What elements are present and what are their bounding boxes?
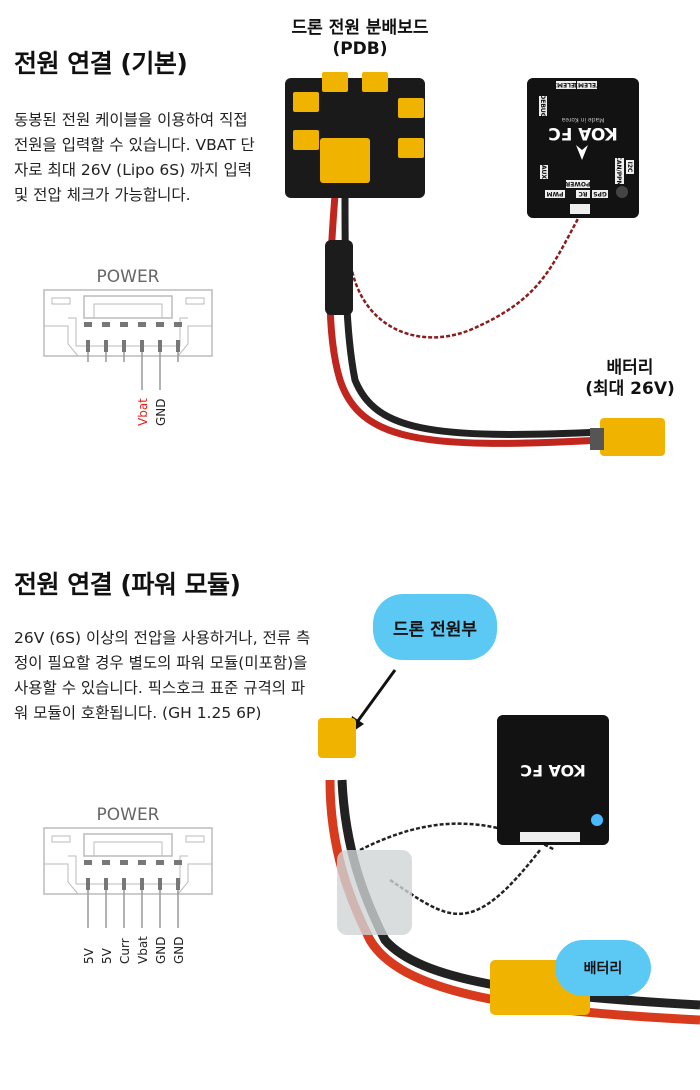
pin-label: GND xyxy=(154,398,168,426)
port-rc: RC xyxy=(578,190,588,197)
connector-title: POWER xyxy=(97,805,160,825)
port-aux: AUX xyxy=(540,165,547,179)
power-connector-diagram-basic: POWER Vbat GND xyxy=(38,262,218,432)
port-debug: DEBUG xyxy=(539,94,546,118)
port-telem2: TELEM2 xyxy=(553,81,579,88)
koa-fc-board xyxy=(527,78,639,218)
connector-pin xyxy=(122,340,126,352)
fc-name: KOA FC xyxy=(548,123,618,143)
battery-label: 배터리 (최대 26V) xyxy=(585,358,675,399)
arrow-icon xyxy=(576,145,588,160)
port-telem1: TELEM1 xyxy=(574,81,600,88)
connector-pin xyxy=(140,878,144,890)
pin-label: 5V xyxy=(100,947,114,964)
connector-pin xyxy=(140,340,144,352)
port-can-ppm: CAN/PPM xyxy=(615,155,622,186)
section2-title: 전원 연결 (파워 모듈) xyxy=(14,570,241,599)
connector-pin xyxy=(176,340,180,352)
fc-made-in: Made in Korea xyxy=(561,116,604,123)
pin-label: GND xyxy=(154,936,168,964)
port-pwm: PWM xyxy=(546,190,563,197)
power-module-wiring-photo: KOA FC xyxy=(318,669,700,1025)
connector-pin xyxy=(122,878,126,890)
port-i2c: I2C xyxy=(626,162,633,173)
section2-description: 26V (6S) 이상의 전압을 사용하거나, 전류 측정이 필요할 경우 별도… xyxy=(14,629,311,722)
connector-title: POWER xyxy=(97,267,160,287)
connector-pin xyxy=(158,878,162,890)
pin-label: Vbat xyxy=(136,398,150,426)
section1-description: 동봉된 전원 케이블을 이용하여 직접 전원을 입력할 수 있습니다. VBAT… xyxy=(14,111,255,204)
fc-port-labels: TELEM2 TELEM1 DEBUG AUX POWER PWM RC GPS… xyxy=(539,81,634,198)
drone-power-bubble: 드론 전원부 xyxy=(373,594,497,660)
connector-pin xyxy=(104,878,108,890)
pdb-wiring-photo: KOA FC Made in Korea TELEM2 TELEM1 DEBUG… xyxy=(285,72,665,456)
connector-pin xyxy=(104,340,108,352)
pin-label: Curr xyxy=(118,938,132,964)
port-gps: GPS xyxy=(593,190,607,197)
pdb-label: 드론 전원 분배보드 (PDB) xyxy=(291,18,429,59)
port-power: POWER xyxy=(565,180,590,187)
connector-pin xyxy=(86,340,90,352)
connector-pin xyxy=(86,878,90,890)
section1-title: 전원 연결 (기본) xyxy=(14,49,188,78)
connector-pin xyxy=(158,340,162,352)
fc-name-2: KOA FC xyxy=(520,761,585,780)
pin-label: GND xyxy=(172,936,186,964)
pin-label: 5V xyxy=(82,947,96,964)
battery-bubble: 배터리 xyxy=(555,940,651,996)
pin-label: Vbat xyxy=(136,936,150,964)
connector-pin xyxy=(176,878,180,890)
